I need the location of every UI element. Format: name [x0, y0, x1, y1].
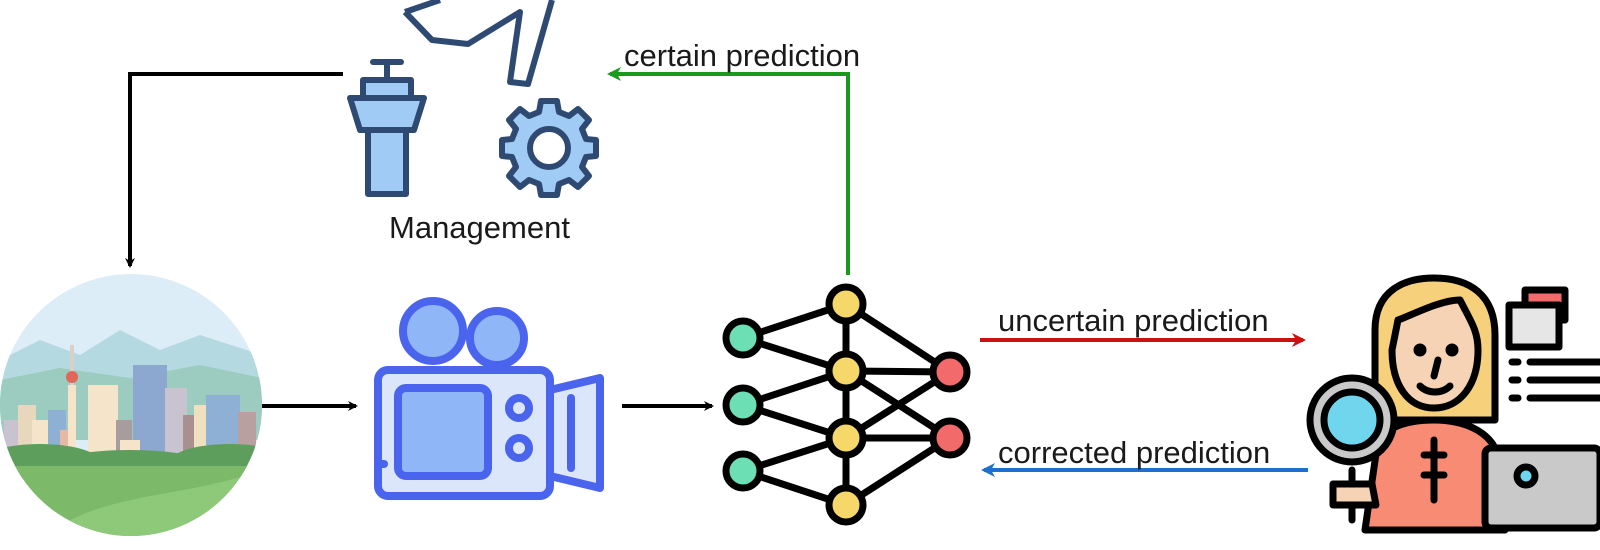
video-camera-icon — [374, 297, 604, 500]
neural-network-icon — [722, 283, 971, 526]
flow-arrows — [125, 67, 1308, 477]
nn-hidden-node — [825, 417, 867, 459]
gear-icon — [499, 98, 599, 198]
city-landscape-icon — [0, 274, 262, 536]
nn-output-node — [929, 351, 971, 393]
nn-input-node — [722, 450, 764, 492]
corrected-prediction-label: corrected prediction — [998, 435, 1271, 470]
management-label: Management — [389, 210, 570, 245]
nn-hidden-node — [825, 484, 867, 526]
control-tower-icon — [347, 59, 427, 197]
nn-output-node — [929, 417, 971, 459]
certain-prediction-arrow — [607, 67, 850, 275]
nn-input-node — [722, 317, 764, 359]
nn-hidden-node — [825, 350, 867, 392]
certain-prediction-label: certain prediction — [624, 38, 861, 73]
nn-input-node — [722, 384, 764, 426]
human-annotator-icon — [1306, 274, 1600, 534]
airplane-icon — [402, 0, 555, 87]
uncertain-prediction-label: uncertain prediction — [998, 303, 1269, 338]
management-to-city-arrow — [125, 72, 343, 268]
nn-hidden-node — [825, 283, 867, 325]
